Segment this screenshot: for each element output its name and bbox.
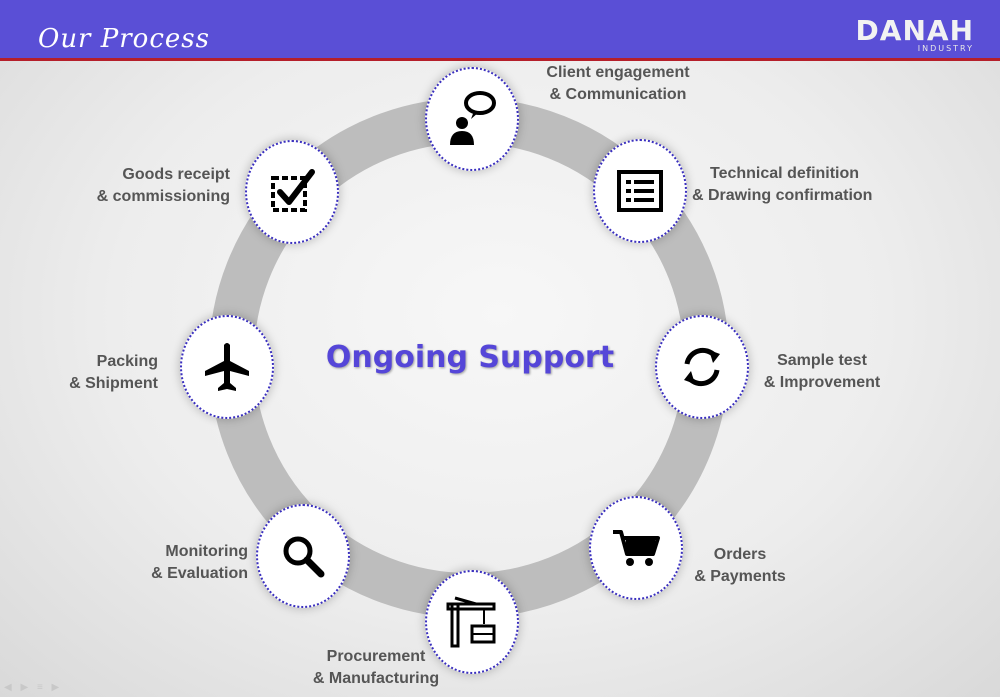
step-node-procurement — [425, 570, 519, 674]
step-label-monitoring: Monitoring & Evaluation — [110, 541, 248, 585]
step-label-line2: & Manufacturing — [312, 670, 440, 687]
step-label-line1: Goods receipt — [122, 166, 230, 183]
logo-sub-text: INDUSTRY — [917, 44, 974, 53]
step-label-line2: & Improvement — [763, 374, 881, 391]
step-label-line1: Technical definition — [710, 165, 860, 182]
step-label-packing: Packing & Shipment — [40, 351, 158, 395]
step-node-client-engagement — [425, 67, 519, 171]
magnifier-icon — [283, 536, 325, 578]
company-logo: DANAH INDUSTRY — [855, 14, 974, 54]
step-label-technical-definition: Technical definition & Drawing confirmat… — [692, 163, 912, 207]
center-label: Ongoing Support — [325, 340, 615, 375]
step-node-orders — [589, 496, 683, 600]
step-node-goods-receipt — [245, 140, 339, 244]
step-label-line2: & commissioning — [96, 188, 230, 205]
step-label-line1: Sample test — [777, 352, 867, 369]
checkbox-icon — [271, 169, 315, 212]
step-label-line1: Orders — [713, 546, 767, 563]
step-label-line2: & Payments — [694, 568, 786, 585]
step-node-monitoring — [256, 504, 350, 608]
step-label-sample-test: Sample test & Improvement — [752, 350, 892, 394]
step-label-line2: & Communication — [549, 86, 687, 103]
slide-nav-controls[interactable]: ◀ ▶ ≡ ▶ — [4, 682, 63, 693]
crane-icon — [446, 596, 496, 648]
step-label-goods-receipt: Goods receipt & commissioning — [60, 164, 230, 208]
refresh-arrows-icon — [684, 347, 720, 387]
shopping-cart-icon — [613, 530, 660, 566]
step-label-line2: & Drawing confirmation — [692, 187, 873, 204]
airplane-icon — [205, 343, 249, 391]
step-label-client-engagement: Client engagement & Communication — [520, 62, 716, 106]
logo-main-text: DANAH — [855, 14, 974, 47]
step-label-line1: Procurement — [326, 648, 426, 665]
step-label-line1: Monitoring — [165, 543, 248, 560]
step-label-line1: Packing — [96, 353, 158, 370]
document-list-icon — [617, 170, 663, 212]
step-label-line1: Client engagement — [546, 64, 690, 81]
step-node-sample-test — [655, 315, 749, 419]
step-label-line2: & Evaluation — [151, 565, 248, 582]
step-node-technical-definition — [593, 139, 687, 243]
speech-bubble-person-icon — [450, 91, 496, 145]
header-bar: Our Process DANAH INDUSTRY — [0, 0, 1000, 61]
step-label-line2: & Shipment — [69, 375, 158, 392]
step-node-packing — [180, 315, 274, 419]
step-label-orders: Orders & Payments — [685, 544, 795, 588]
step-label-procurement: Procurement & Manufacturing — [296, 646, 456, 690]
page-title: Our Process — [38, 24, 210, 54]
